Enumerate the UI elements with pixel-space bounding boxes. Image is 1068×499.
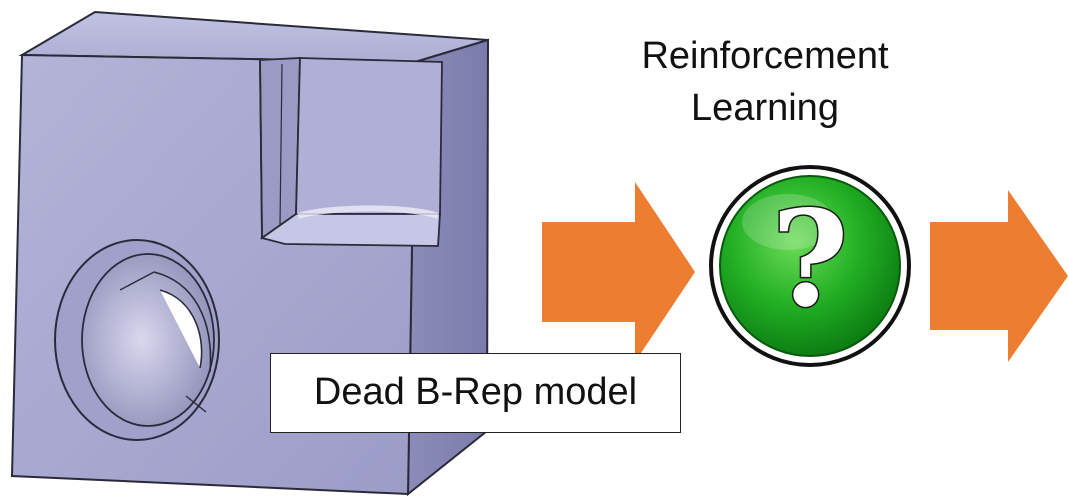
model-label: Dead B-Rep model xyxy=(270,353,681,433)
output-arrow xyxy=(930,190,1068,362)
process-title-line1: Reinforcement xyxy=(641,35,889,77)
corner-notch-pocket xyxy=(259,57,443,247)
process-title: Reinforcement Learning xyxy=(600,30,930,134)
part-top-face xyxy=(18,10,489,64)
input-arrow xyxy=(542,182,695,362)
question-mark-icon: ? xyxy=(709,165,911,367)
process-title-line2: Learning xyxy=(691,87,839,129)
svg-text:?: ? xyxy=(771,182,848,337)
counterbored-hole xyxy=(54,239,220,441)
